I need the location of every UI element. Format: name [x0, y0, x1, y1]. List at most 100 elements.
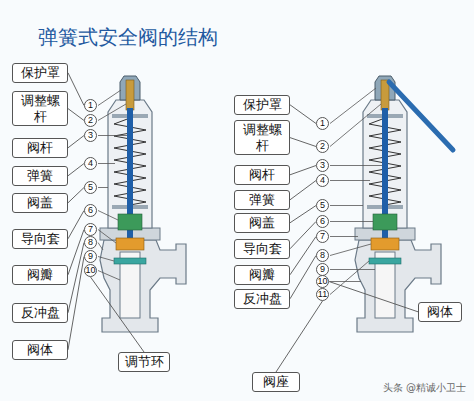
leader-connector	[290, 105, 316, 124]
connector-line	[290, 181, 316, 200]
callout-number: 7	[316, 230, 329, 243]
connector-line	[68, 257, 84, 350]
part-name: 阀盖	[238, 215, 286, 231]
callout-text: 10	[317, 276, 328, 287]
leader-line	[98, 163, 115, 164]
part-label-box: 阀体	[418, 302, 462, 322]
callout-text: 2	[317, 141, 328, 152]
part-label-box: 阀体	[12, 340, 68, 360]
leader-connector	[68, 211, 84, 239]
adjusting-ring	[114, 258, 146, 264]
part-label-box: 调整螺杆	[12, 91, 68, 126]
callout-text: 4	[317, 175, 328, 186]
callout-text: 1	[85, 100, 96, 111]
part-label-box: 阀盖	[12, 193, 68, 213]
callout-number: 1	[316, 117, 329, 130]
adjusting-screw	[126, 80, 134, 110]
leader-connector	[276, 301, 323, 372]
leader-line	[330, 269, 375, 270]
left-valve	[100, 76, 186, 332]
leader-connector	[329, 282, 418, 312]
right-valve	[355, 76, 453, 332]
part-name: 保护罩	[238, 97, 286, 113]
callout-text: 4	[85, 158, 96, 169]
leader-line	[330, 236, 358, 237]
part-label-box: 保护罩	[234, 95, 290, 115]
leader-line	[98, 187, 108, 188]
callout-number: 10	[84, 264, 97, 277]
leader-connector	[68, 73, 84, 106]
callout-number: 10	[316, 275, 329, 288]
callout-text: 5	[317, 200, 328, 211]
part-name: 弹簧	[16, 168, 64, 184]
leader-connector	[68, 136, 84, 148]
connector-line	[68, 109, 84, 121]
callout-text: 11	[317, 289, 328, 300]
connector-line	[68, 136, 84, 148]
connector-line	[329, 282, 418, 312]
callout-number: 4	[84, 157, 97, 170]
part-name: 阀杆	[16, 140, 64, 156]
valve-seat	[369, 258, 401, 264]
leader-line	[98, 230, 116, 244]
part-label-box: 弹簧	[234, 190, 290, 210]
leader-connector	[68, 188, 84, 203]
callout-number: 11	[316, 288, 329, 301]
part-label-box: 导向套	[12, 229, 68, 249]
callout-text: 2	[85, 115, 96, 126]
part-name: 阀瓣	[238, 267, 286, 283]
callout-text: 7	[85, 224, 96, 235]
connector-line	[276, 301, 323, 372]
connector-line	[91, 277, 145, 352]
callout-number: 2	[84, 114, 97, 127]
part-label-box: 阀瓣	[234, 265, 290, 285]
part-name: 反冲盘	[238, 291, 286, 307]
leader-line	[98, 243, 103, 251]
part-name: 阀体	[16, 342, 64, 358]
callout-text: 9	[317, 264, 328, 275]
part-label-box: 调整螺杆	[234, 120, 290, 155]
part-label-box: 阀瓣	[12, 265, 68, 285]
connector-line	[290, 237, 316, 275]
part-label-box: 阀座	[252, 372, 300, 392]
leader-connector	[290, 222, 316, 249]
callout-number: 3	[316, 159, 329, 172]
lift-lever	[389, 82, 453, 150]
connector-line	[68, 164, 84, 176]
leader-lines	[98, 88, 382, 295]
callout-text: 1	[317, 118, 328, 129]
callout-number: 6	[316, 215, 329, 228]
callout-text: 5	[85, 182, 96, 193]
leader-connector	[290, 166, 316, 175]
leader-line	[330, 205, 363, 206]
leader-connector	[68, 257, 84, 350]
callout-text: 8	[317, 250, 328, 261]
leader-line	[330, 180, 370, 181]
callout-text: 8	[85, 237, 96, 248]
callout-number: 3	[84, 129, 97, 142]
part-label-box: 保护罩	[12, 63, 68, 83]
diagram-title: 弹簧式安全阀的结构	[38, 24, 218, 51]
callout-number: 5	[316, 199, 329, 212]
callout-text: 6	[317, 216, 328, 227]
leader-line	[330, 104, 381, 147]
part-label-box: 阀杆	[234, 165, 290, 185]
callout-text: 9	[85, 251, 96, 262]
leader-line	[98, 90, 121, 106]
leader-line	[330, 244, 371, 256]
leader-line	[98, 211, 118, 221]
connector-line	[68, 188, 84, 203]
callout-text: 3	[85, 130, 96, 141]
guide-sleeve	[373, 214, 397, 230]
leader-line	[330, 261, 369, 295]
callout-number: 5	[84, 181, 97, 194]
part-name: 阀盖	[16, 195, 64, 211]
part-label-box: 弹簧	[12, 166, 68, 186]
part-label-box: 导向套	[234, 239, 290, 259]
leader-line	[330, 88, 376, 124]
part-name: 弹簧	[238, 192, 286, 208]
leader-connector	[68, 164, 84, 176]
part-name: 阀体	[422, 304, 458, 320]
valve-body	[100, 240, 186, 332]
leader-connector	[290, 138, 316, 147]
